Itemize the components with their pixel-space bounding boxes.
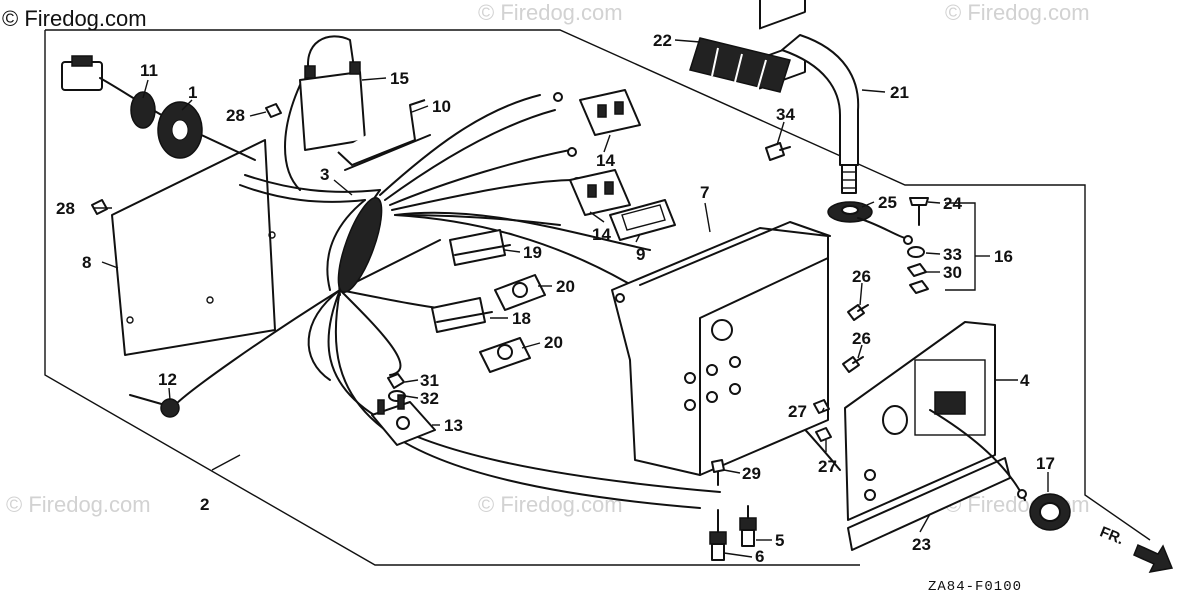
grip-part-22 — [689, 37, 791, 93]
callout-8: 8 — [82, 253, 91, 272]
callout-24: 24 — [943, 194, 962, 213]
arrow-icon — [1133, 543, 1174, 574]
bolt-part-24 — [909, 197, 929, 226]
assembly-outline-lower — [44, 30, 860, 566]
diagram-code: ZA84-F0100 — [928, 579, 1022, 595]
capacitor-part-15 — [284, 35, 366, 191]
watermark-top-left: © Firedog.com — [2, 6, 147, 31]
screw-part-29 — [711, 459, 725, 486]
terminal-part-5 — [739, 505, 757, 547]
screw-part-27-upper — [813, 399, 830, 414]
callout-4: 4 — [1020, 371, 1030, 390]
connector-grommet-part-11 — [61, 55, 256, 161]
watermark-faint: © Firedog.com — [945, 0, 1090, 25]
callout-25: 25 — [878, 193, 897, 212]
handle-tube-part-21 — [781, 34, 860, 194]
callout-22: 22 — [653, 31, 672, 50]
terminal-part-6 — [709, 509, 727, 561]
screw-part-26-upper — [847, 304, 869, 321]
callout-32: 32 — [420, 389, 439, 408]
callout-21: 21 — [890, 83, 909, 102]
callout-10: 10 — [432, 97, 451, 116]
callout-2: 2 — [200, 495, 209, 514]
callout-labels: 1 2 3 4 5 6 7 8 9 10 11 12 13 14 14 15 1… — [56, 31, 1055, 566]
switch-part-17 — [929, 409, 1071, 531]
control-panel-part-4 — [844, 321, 996, 521]
callout-27-lower: 27 — [818, 457, 837, 476]
callout-23: 23 — [912, 535, 931, 554]
terminal-block-part-19 — [449, 229, 511, 266]
ground-terminal — [857, 217, 913, 245]
callout-7: 7 — [700, 183, 709, 202]
screw-part-26-lower — [842, 356, 864, 373]
receptacle-part-14-upper — [579, 89, 641, 136]
callout-12: 12 — [158, 370, 177, 389]
callout-28-top: 28 — [226, 106, 245, 125]
callout-11: 11 — [140, 61, 158, 80]
wire-harness-part-3 — [174, 92, 841, 509]
callout-27-upper: 27 — [788, 402, 807, 421]
screw-part-34 — [765, 142, 791, 161]
grommet-part-25 — [827, 201, 873, 223]
sensor-part-12 — [129, 394, 180, 418]
callout-1: 1 — [188, 83, 197, 102]
rectifier-part-13 — [371, 394, 436, 446]
cover-plate-part-9 — [609, 199, 676, 241]
nut-part-30 — [907, 263, 929, 294]
screw-part-27-lower — [815, 427, 832, 442]
circuit-breaker-part-20-lower — [479, 337, 531, 373]
callout-26-upper: 26 — [852, 267, 871, 286]
watermark-faint: © Firedog.com — [478, 492, 623, 517]
callout-34: 34 — [776, 105, 795, 124]
callout-20-lower: 20 — [544, 333, 563, 352]
assembly-outline — [45, 29, 1151, 541]
callout-15: 15 — [390, 69, 409, 88]
callout-14-upper: 14 — [596, 151, 615, 170]
callout-33: 33 — [943, 245, 962, 264]
callout-13: 13 — [444, 416, 463, 435]
screw-part-28-top — [265, 103, 282, 118]
nut-part-31 — [387, 373, 405, 389]
callout-29: 29 — [742, 464, 761, 483]
watermark-faint: © Firedog.com — [478, 0, 623, 25]
leader-lines — [94, 39, 1049, 558]
callout-14-lower: 14 — [592, 225, 611, 244]
circuit-breaker-part-20-upper — [494, 274, 546, 311]
fr-label: FR. — [1097, 523, 1126, 548]
receptacle-part-14-lower — [569, 169, 631, 216]
callout-20-upper: 20 — [556, 277, 575, 296]
callout-9: 9 — [636, 245, 645, 264]
bracket-part-10 — [337, 99, 431, 171]
screw-part-28-left — [91, 199, 108, 215]
callout-31: 31 — [420, 371, 439, 390]
callout-16: 16 — [994, 247, 1013, 266]
callout-18: 18 — [512, 309, 531, 328]
callout-19: 19 — [523, 243, 542, 262]
callout-3: 3 — [320, 165, 329, 184]
callout-28-left: 28 — [56, 199, 75, 218]
mounting-plate-part-8 — [111, 139, 276, 356]
callout-5: 5 — [775, 531, 784, 550]
callout-6: 6 — [755, 547, 764, 566]
watermark-faint: © Firedog.com — [6, 492, 151, 517]
control-box-part-7 — [611, 0, 831, 476]
front-direction-indicator: FR. — [1097, 523, 1174, 574]
callout-30: 30 — [943, 263, 962, 282]
callout-17: 17 — [1036, 454, 1055, 473]
terminal-block-part-18 — [431, 297, 493, 333]
washer-part-33 — [907, 246, 925, 258]
callout-26-lower: 26 — [852, 329, 871, 348]
